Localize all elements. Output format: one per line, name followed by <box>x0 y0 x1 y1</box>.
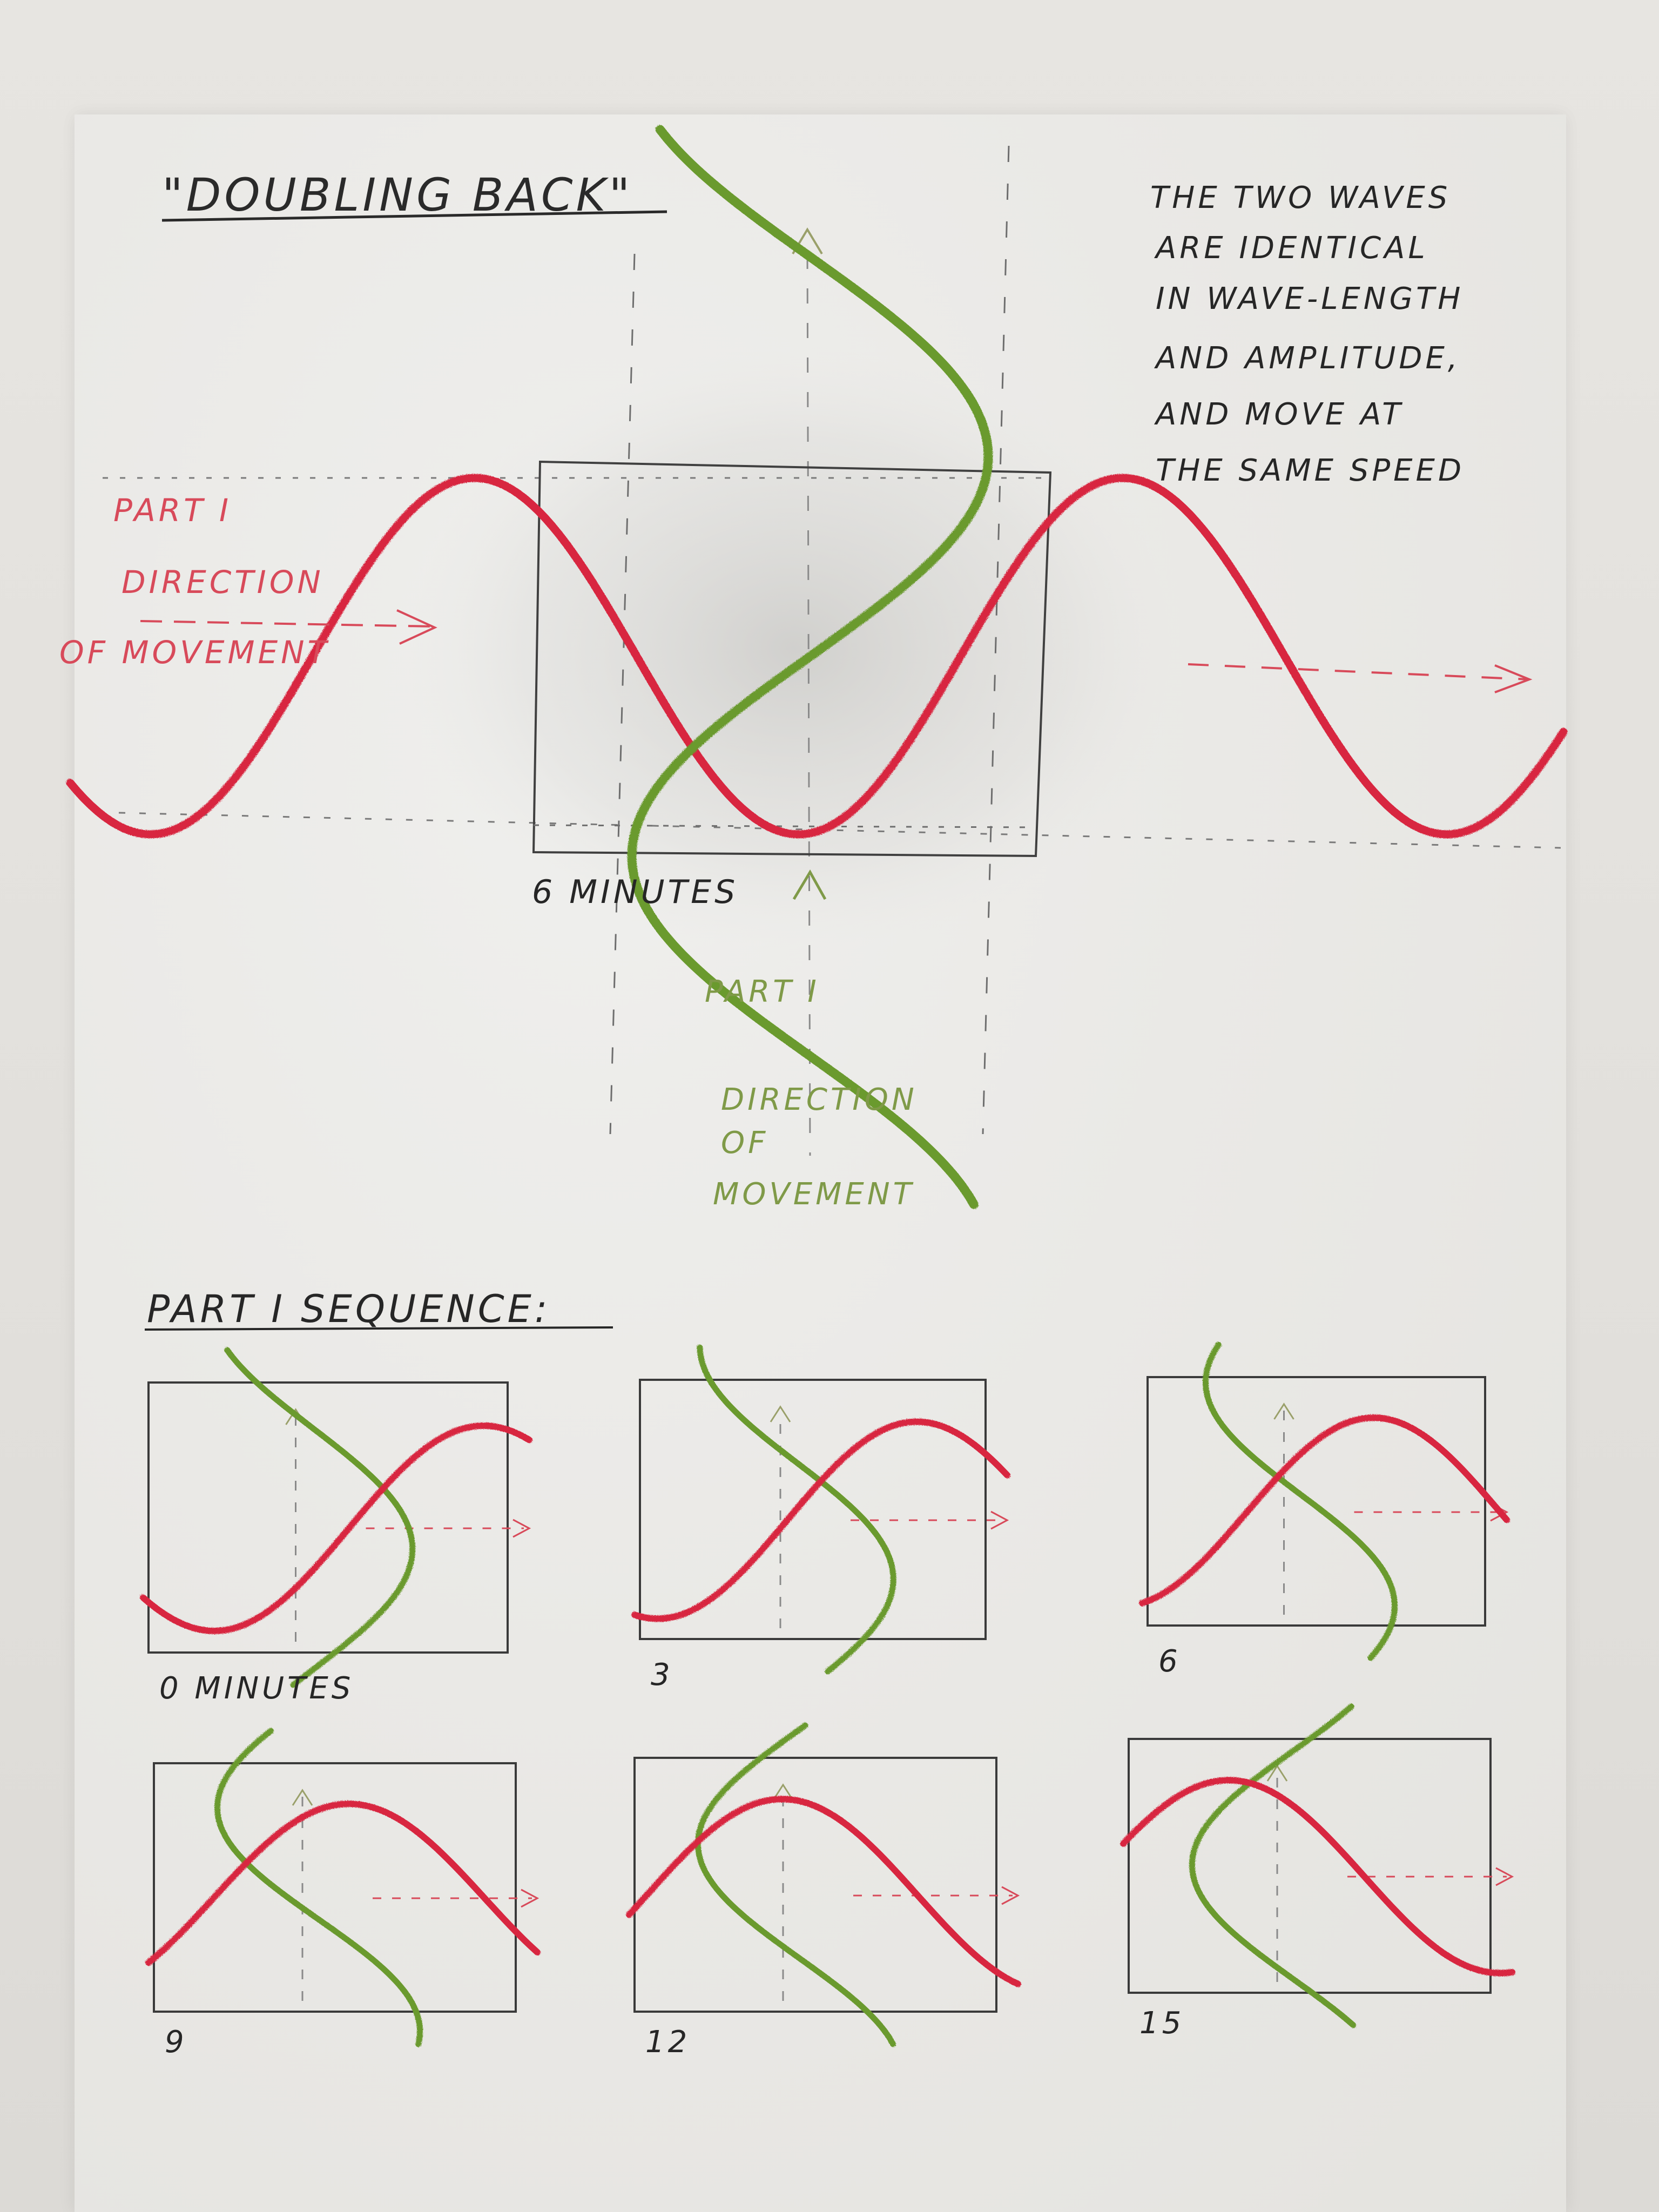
note-line-6: THE SAME SPEED <box>1156 453 1465 488</box>
green-lower-arrow <box>792 869 827 900</box>
panel-frame <box>1147 1376 1486 1627</box>
red-wave-label: PART I DIRECTION OF MOVEMENT <box>59 492 330 671</box>
green-of-label: OF <box>721 1125 768 1161</box>
panel-frame <box>147 1381 509 1654</box>
panel-frame <box>153 1762 517 2013</box>
red-direction-dashes <box>140 620 433 628</box>
panel-up-arrow <box>770 1405 791 1422</box>
panel-up-arrow <box>772 1783 794 1800</box>
note-block: THE TWO WAVES ARE IDENTICAL IN WAVE-LENG… <box>1150 180 1465 488</box>
note-line-2: ARE IDENTICAL <box>1154 231 1428 266</box>
right-vertical-guide <box>982 145 1010 1135</box>
sequence-panel-2: 6 <box>1139 1341 1510 1679</box>
note-line-1: THE TWO WAVES <box>1150 180 1451 215</box>
sequence-heading: PART I SEQUENCE: <box>147 1287 550 1331</box>
panel-red-wave <box>631 1418 1010 1622</box>
red-direction-label: DIRECTION <box>122 564 324 601</box>
left-vertical-guide <box>609 253 636 1135</box>
panel-label: 3 <box>651 1657 673 1692</box>
panel-right-arrow <box>512 1519 531 1538</box>
title-underline <box>161 210 667 222</box>
panel-green-wave <box>214 1728 423 2047</box>
main-diagram: "DOUBLING BACK" THE TWO WAVES ARE IDENTI… <box>59 125 1568 1212</box>
green-direction-label: DIRECTION <box>721 1082 918 1117</box>
panel-red-wave <box>140 1422 532 1635</box>
sequence-panels: 0 MINUTES 3 6 9 12 15 <box>140 1341 1515 2060</box>
panel-up-arrow <box>292 1789 313 1806</box>
panel-frame <box>1128 1738 1492 1994</box>
panel-label: 6 <box>1158 1644 1181 1679</box>
panel-red-wave <box>1139 1414 1510 1607</box>
green-wave-label: PART I DIRECTION OF MOVEMENT <box>705 974 918 1212</box>
panel-right-arrow <box>1001 1886 1020 1905</box>
panel-label: 9 <box>165 2025 187 2060</box>
red-movement-label: OF MOVEMENT <box>59 634 330 671</box>
frame-baseline <box>533 824 1036 828</box>
sequence-panel-5: 15 <box>1120 1703 1515 2041</box>
panel-green-wave <box>694 1722 896 2047</box>
panel-green-wave <box>1202 1341 1398 1661</box>
red-right-direction-dashes <box>1188 663 1529 680</box>
note-line-5: AND MOVE AT <box>1154 397 1404 432</box>
sequence-panel-4: 12 <box>626 1722 1021 2060</box>
red-wave <box>66 474 1568 839</box>
trough-guide-line <box>118 812 1561 849</box>
sequence-panel-1: 3 <box>631 1344 1010 1692</box>
panel-green-wave <box>224 1347 416 1688</box>
red-part-label: PART I <box>113 492 232 529</box>
red-direction-arrow <box>396 609 437 645</box>
panel-up-arrow <box>1273 1402 1294 1420</box>
sequence-panel-3: 9 <box>145 1728 541 2060</box>
sequence-panel-0: 0 MINUTES <box>140 1347 532 1706</box>
panel-red-wave <box>626 1796 1021 1987</box>
green-direction-axis <box>806 253 811 1156</box>
panel-label: 12 <box>645 2025 690 2060</box>
note-line-4: AND AMPLITUDE, <box>1154 341 1461 376</box>
panel-frame <box>639 1379 987 1640</box>
panel-frame <box>633 1757 997 2013</box>
panel-green-wave <box>697 1344 896 1675</box>
six-minute-frame <box>532 460 1052 858</box>
panel-right-arrow <box>1495 1867 1514 1886</box>
green-wave <box>627 125 993 1209</box>
panel-label: 0 MINUTES <box>159 1671 354 1706</box>
panel-right-arrow <box>521 1889 539 1908</box>
green-movement-label: MOVEMENT <box>713 1177 915 1212</box>
sequence-heading-underline <box>144 1326 613 1331</box>
panel-red-wave <box>1120 1777 1515 1977</box>
frame-label: 6 MINUTES <box>532 873 738 911</box>
graphite-smudge <box>405 346 1183 950</box>
red-right-arrow <box>1494 664 1533 693</box>
panel-label: 15 <box>1139 2006 1184 2041</box>
panel-right-arrow <box>990 1510 1009 1530</box>
green-part-label: PART I <box>705 974 820 1009</box>
note-line-3: IN WAVE-LENGTH <box>1156 281 1464 316</box>
panel-green-wave <box>1189 1703 1357 2028</box>
panel-red-wave <box>145 1800 541 1966</box>
